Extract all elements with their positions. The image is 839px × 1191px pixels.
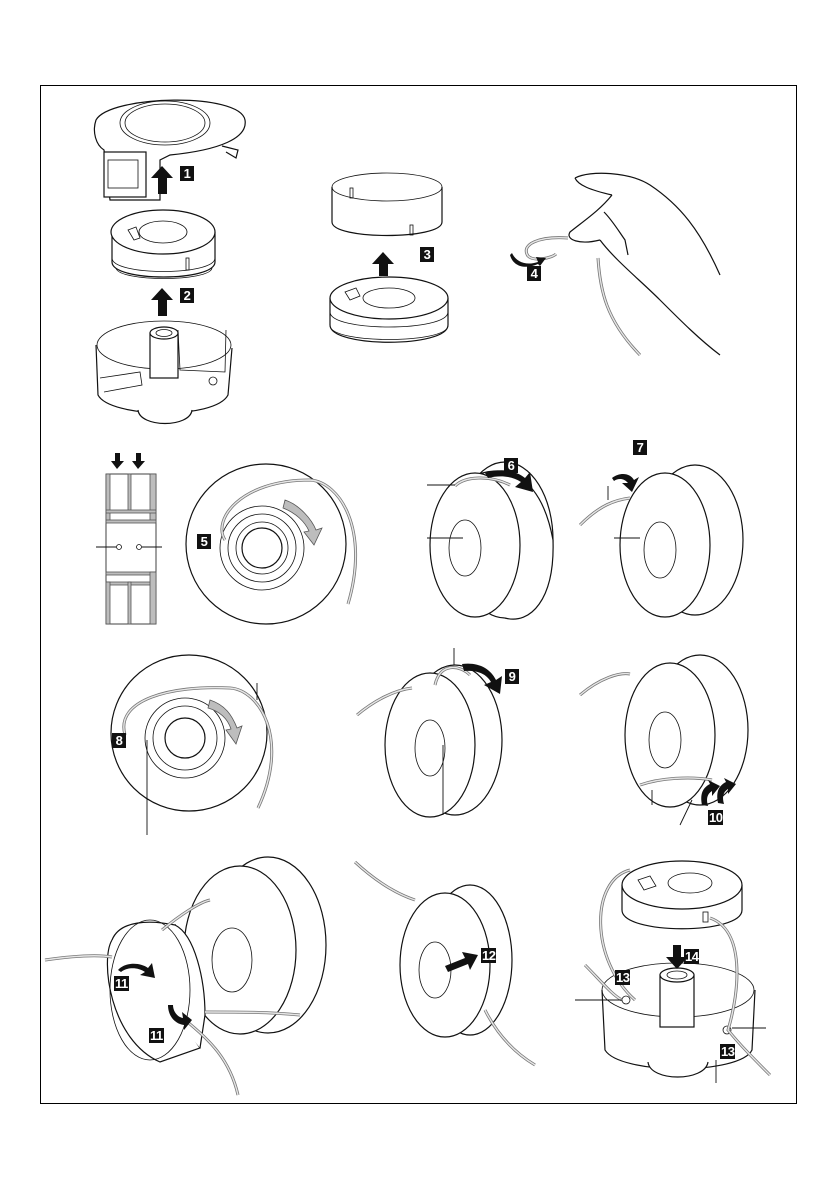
step-badge-14: 14 <box>684 949 699 964</box>
figure-ring-threading <box>45 857 326 1095</box>
step-badge-4: 4 <box>527 266 541 281</box>
figure-spool-cross-section <box>96 453 162 624</box>
figure-ring-push <box>355 862 535 1065</box>
step-badge-1: 1 <box>180 166 194 181</box>
figure-winding-first-line <box>186 464 356 624</box>
figure-winding-spool-6 <box>427 462 553 619</box>
step-badge-11a: 11 <box>114 976 129 991</box>
step-badge-12: 12 <box>481 948 496 963</box>
up-arrow-2 <box>151 288 173 316</box>
step-badge-2: 2 <box>180 288 194 303</box>
step-badge-6: 6 <box>504 458 518 473</box>
figure-winding-second-line <box>111 655 272 835</box>
figure-clipping-line-7 <box>580 465 743 617</box>
step-badge-7: 7 <box>633 440 647 455</box>
figure-hand-bending-line <box>510 173 720 355</box>
step-badge-13a: 13 <box>615 970 630 985</box>
step-badge-8: 8 <box>112 733 126 748</box>
figure-housing <box>96 321 232 424</box>
figure-winding-spool-9 <box>357 648 502 817</box>
step-badge-3: 3 <box>420 247 434 262</box>
figure-clipping-line-10 <box>580 655 748 825</box>
step-badge-10: 10 <box>708 810 723 825</box>
figure-cover-removal <box>94 100 245 200</box>
step-badge-5: 5 <box>197 534 211 549</box>
step-badge-13b: 13 <box>720 1044 735 1059</box>
figure-spool <box>111 210 215 279</box>
step-badge-11b: 11 <box>149 1028 164 1043</box>
step-badge-9: 9 <box>505 669 519 684</box>
figure-spool-insertion <box>575 861 770 1083</box>
